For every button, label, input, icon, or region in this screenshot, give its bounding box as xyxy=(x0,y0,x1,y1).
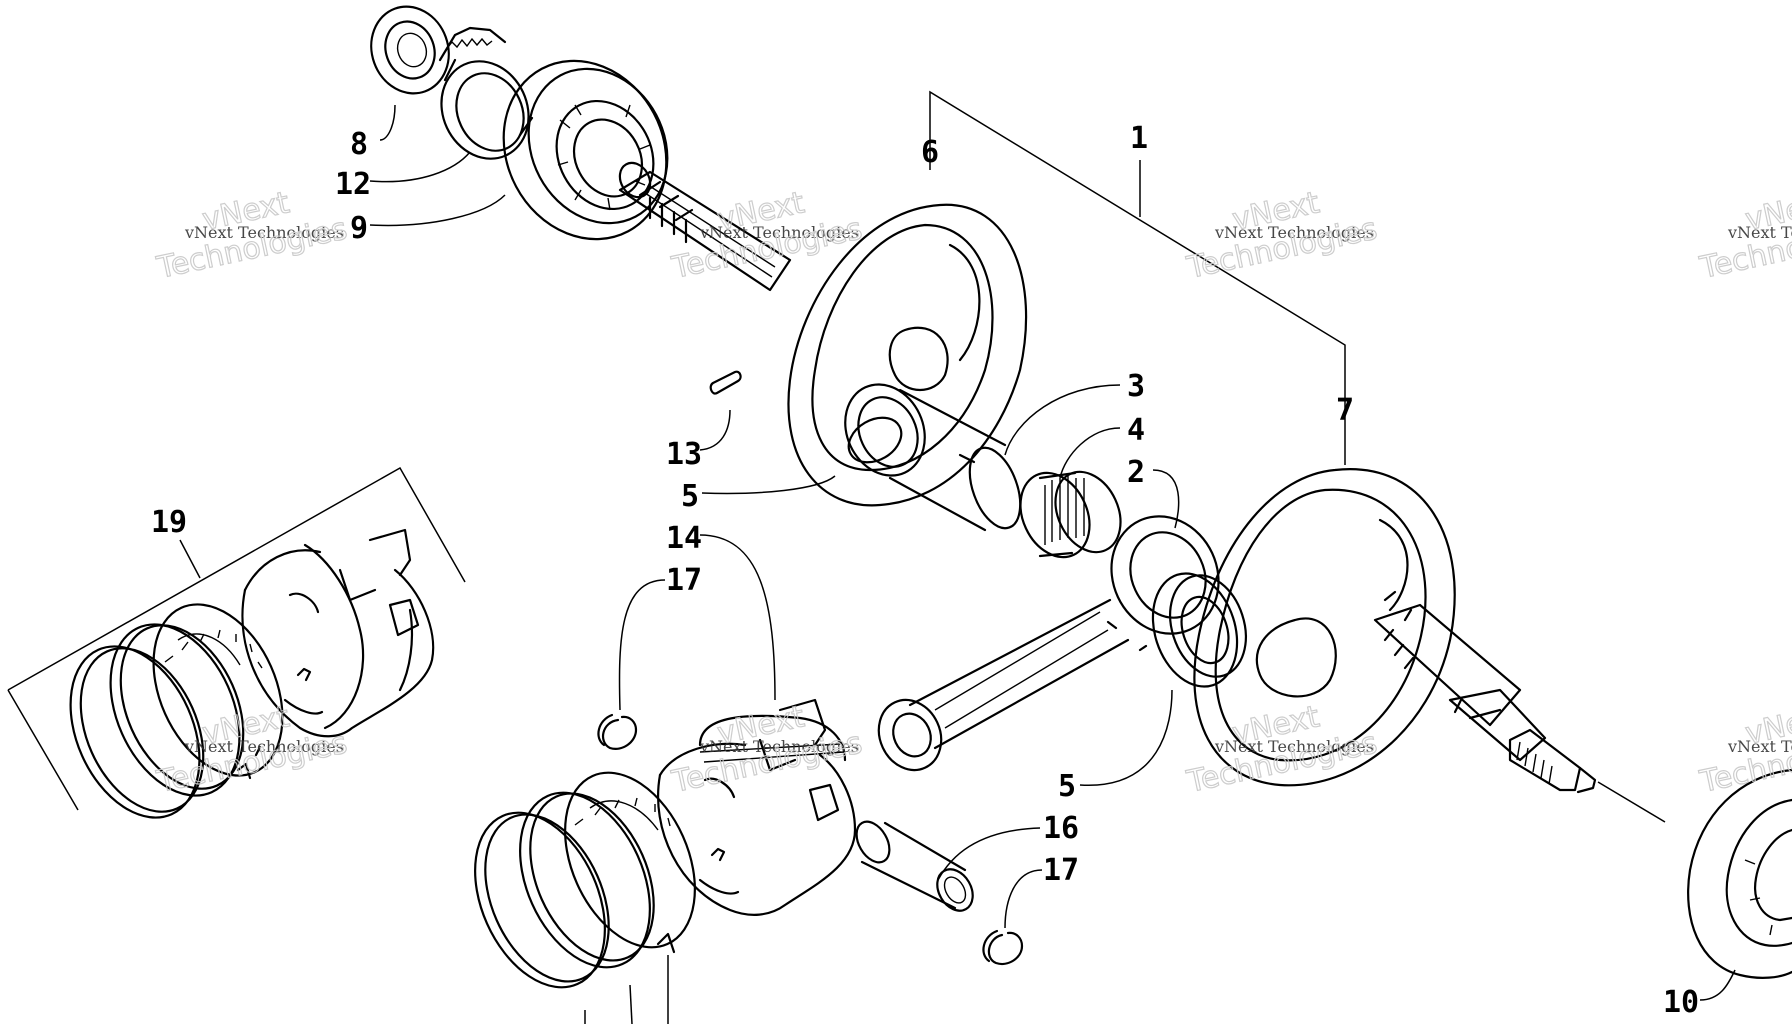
part-label-4: 4 xyxy=(1127,413,1145,448)
piston-rings-lower xyxy=(474,771,696,989)
leader-shaft-10 xyxy=(1597,781,1666,823)
circlip-part-17-upper xyxy=(597,713,638,750)
leader-5-upper xyxy=(701,475,836,495)
part-label-8: 8 xyxy=(350,127,368,162)
watermark-text: vNext Technologies xyxy=(1727,223,1792,242)
piston-part-14 xyxy=(657,698,857,916)
part-label-16: 16 xyxy=(1043,811,1079,846)
needle-bearing-part-4 xyxy=(1019,470,1122,559)
watermark-text: vNext Technologies xyxy=(699,223,859,242)
leader-17-lower xyxy=(1004,869,1043,929)
leader-9 xyxy=(369,194,506,227)
bracket-part-1 xyxy=(929,90,1346,465)
part-label-14: 14 xyxy=(666,521,702,556)
part-label-13: 13 xyxy=(666,437,702,472)
crankshaft-right-shaft xyxy=(1373,603,1597,794)
watermark-text: vNext Technologies xyxy=(184,223,344,242)
leader-8 xyxy=(379,104,396,141)
part-label-19: 19 xyxy=(151,505,187,540)
watermark-line1: vNext xyxy=(1742,699,1792,752)
part-label-6: 6 xyxy=(921,135,939,170)
part-label-1: 1 xyxy=(1130,121,1148,156)
bracket-part-19 xyxy=(7,466,466,811)
washer-part-5-lower xyxy=(1151,572,1247,688)
leader-ring-bottom-b xyxy=(629,984,633,1024)
woodruff-key-part-13 xyxy=(709,370,742,395)
leader-4 xyxy=(1059,427,1121,479)
bearing-part-10 xyxy=(1687,768,1792,979)
bearing-small-part-8 xyxy=(370,5,450,95)
watermark-text: vNext Technologies xyxy=(1214,223,1374,242)
leader-2 xyxy=(1152,469,1180,529)
leader-14 xyxy=(699,534,776,701)
leader-5-lower xyxy=(1079,689,1173,786)
piston-pin-part-16 xyxy=(855,820,974,912)
part-label-17-upper: 17 xyxy=(666,563,702,598)
piston-set-part-19 xyxy=(241,528,435,738)
leader-16 xyxy=(937,827,1041,881)
bearing-large-part-9 xyxy=(502,59,669,241)
leader-10 xyxy=(1699,969,1736,1001)
gear-part-12 xyxy=(438,26,534,160)
part-label-10: 10 xyxy=(1663,985,1699,1020)
leader-12 xyxy=(369,151,471,183)
part-label-9: 9 xyxy=(350,211,368,246)
part-label-3: 3 xyxy=(1127,369,1145,404)
watermark-line1: vNext xyxy=(1742,185,1792,238)
part-label-5-upper: 5 xyxy=(681,479,699,514)
leader-3 xyxy=(1004,384,1121,456)
crank-web-part-7 xyxy=(1193,468,1456,787)
piston-rings-part-19 xyxy=(69,603,284,819)
part-label-5-lower: 5 xyxy=(1058,769,1076,804)
crank-pin xyxy=(844,383,1022,532)
part-label-2: 2 xyxy=(1127,455,1145,490)
watermark-text: vNext Technologies xyxy=(184,737,344,756)
connecting-rod-part-2 xyxy=(877,515,1220,772)
crankshaft-left-shaft xyxy=(618,161,792,292)
watermark-text: vNext Technologies xyxy=(1214,737,1374,756)
part-label-7: 7 xyxy=(1336,393,1354,428)
watermark-text: vNext Technologies xyxy=(699,737,859,756)
leader-13 xyxy=(699,409,731,451)
watermark-text: vNext Technologies xyxy=(1727,737,1792,756)
part-label-17-lower: 17 xyxy=(1043,853,1079,888)
part-label-12: 12 xyxy=(335,167,371,202)
leader-17-upper xyxy=(618,579,666,711)
circlip-part-17-lower xyxy=(982,929,1024,966)
